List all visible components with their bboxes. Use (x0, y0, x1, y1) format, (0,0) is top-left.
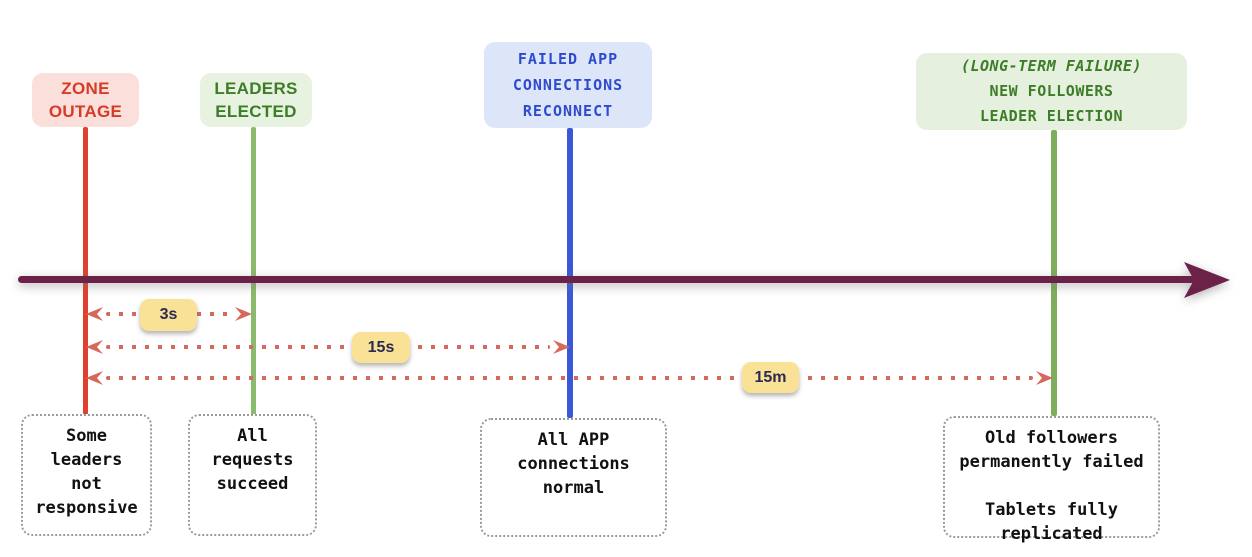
event-label-leaders-elected: LEADERS ELECTED (200, 73, 312, 127)
chevron-left-arrowhead-icon (86, 371, 103, 385)
dotted-line (106, 376, 1033, 380)
duration-label-15m: 15m (742, 362, 799, 393)
chevron-right-arrowhead-icon (235, 307, 252, 321)
duration-label-text: 15m (754, 368, 787, 386)
duration-label-text: 3s (159, 306, 178, 323)
duration-label-3s: 3s (140, 299, 197, 331)
right-arrowhead-icon (1184, 262, 1230, 298)
event-label-italic-text: (LONG-TERM FAILURE) (960, 57, 1143, 75)
dotted-line (106, 345, 550, 349)
event-label-text: ZONE OUTAGE (48, 79, 123, 121)
event-label-zone-outage: ZONE OUTAGE (32, 73, 139, 127)
note-box-failed-app-connections-reconnect: All APP connections normal (480, 418, 667, 537)
event-label-text: FAILED APP CONNECTIONS RECONNECT (512, 50, 624, 120)
duration-label-text: 15s (367, 338, 395, 356)
chevron-left-arrowhead-icon (86, 340, 103, 354)
event-label-new-followers-leader-election: (LONG-TERM FAILURE) NEW FOLLOWERS LEADER… (916, 53, 1187, 130)
event-line-leaders-elected (251, 127, 256, 415)
duration-label-15s: 15s (352, 332, 410, 363)
event-label-text: NEW FOLLOWERS LEADER ELECTION (980, 82, 1123, 125)
event-label-text: LEADERS ELECTED (214, 79, 298, 121)
chevron-right-arrowhead-icon (1036, 371, 1053, 385)
timeline-axis-line (18, 276, 1198, 283)
event-label-failed-app-connections-reconnect: FAILED APP CONNECTIONS RECONNECT (484, 42, 652, 128)
chevron-right-arrowhead-icon (553, 340, 570, 354)
note-box-leaders-elected: All requests succeed (188, 414, 317, 536)
event-line-failed-app-connections-reconnect (567, 128, 573, 418)
note-box-new-followers-leader-election: Old followers permanently failed Tablets… (943, 416, 1160, 544)
event-line-zone-outage (83, 127, 88, 415)
chevron-left-arrowhead-icon (86, 307, 103, 321)
event-line-new-followers-leader-election (1051, 130, 1057, 416)
duration-arrow-15m (86, 370, 1053, 386)
duration-arrow-15s (86, 339, 570, 355)
note-box-zone-outage: Some leaders not responsive (21, 414, 152, 536)
